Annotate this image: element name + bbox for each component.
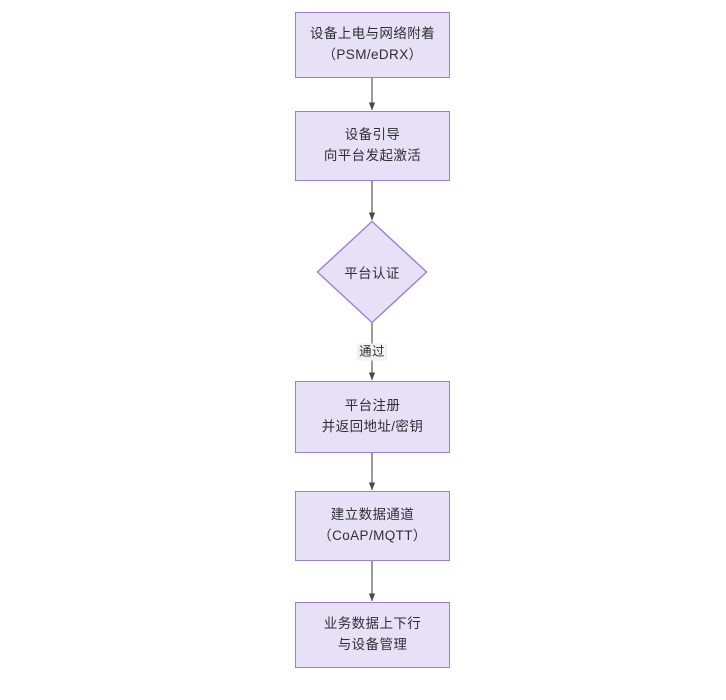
node-line: 建立数据通道 bbox=[330, 507, 415, 523]
diamond-shape bbox=[316, 220, 428, 324]
node-platform-registration[interactable]: 平台注册 并返回地址/密钥 bbox=[295, 381, 450, 453]
node-line: 设备引导 bbox=[344, 127, 401, 143]
node-device-power-on[interactable]: 设备上电与网络附着 （PSM/eDRX） bbox=[295, 12, 450, 78]
node-line: 与设备管理 bbox=[337, 637, 408, 652]
node-business-data-and-device-mgmt[interactable]: 业务数据上下行 与设备管理 bbox=[295, 602, 450, 668]
node-line: （PSM/eDRX） bbox=[322, 47, 423, 62]
node-line: 并返回地址/密钥 bbox=[321, 419, 424, 434]
node-line: 平台注册 bbox=[344, 398, 401, 414]
edge-label-pass: 通过 bbox=[357, 343, 387, 361]
node-line: 业务数据上下行 bbox=[323, 616, 422, 632]
node-line: 向平台发起激活 bbox=[323, 148, 422, 163]
node-platform-auth-decision[interactable]: 平台认证 bbox=[316, 220, 428, 324]
node-line: 平台认证 bbox=[344, 266, 400, 281]
node-line: （CoAP/MQTT） bbox=[318, 528, 427, 543]
node-establish-data-channel[interactable]: 建立数据通道 （CoAP/MQTT） bbox=[295, 491, 450, 561]
node-line: 设备上电与网络附着 bbox=[309, 26, 436, 42]
node-device-bootstrap[interactable]: 设备引导 向平台发起激活 bbox=[295, 111, 450, 181]
